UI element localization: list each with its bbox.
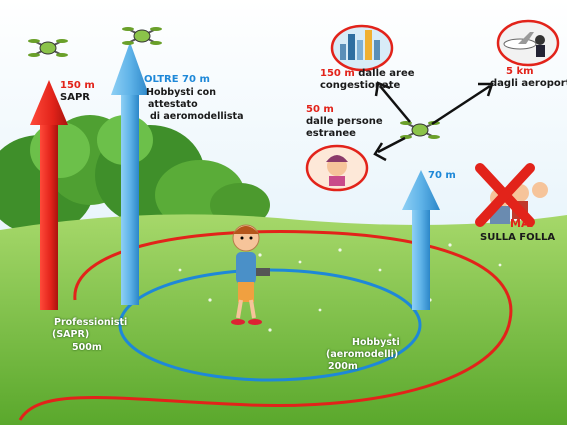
drone-icon	[28, 39, 68, 57]
congested-line-1: dalle aree	[358, 68, 415, 79]
hobby-height-line-3: di aeromodellista	[150, 111, 244, 122]
over-crowd-label: SULLA FOLLA	[480, 232, 556, 243]
hobby-height-line-2: attestato	[148, 99, 198, 110]
people-line-2: estranee	[306, 128, 356, 139]
right-arrow-height-value: 70 m	[428, 170, 456, 181]
drone-icon	[122, 27, 162, 45]
people-line-1: dalle persone	[306, 116, 383, 127]
sapr-height-arrow	[30, 80, 68, 310]
professionals-line-2: (SAPR)	[52, 329, 90, 340]
professionals-radius: 500m	[72, 342, 102, 353]
distance-arrows	[373, 81, 494, 162]
airport-distance-label: dagli aeroporti	[490, 78, 567, 89]
person-icon	[305, 144, 369, 192]
hobby-70m-arrow	[402, 170, 440, 310]
hobbyists-line-1: Hobbysti	[352, 337, 400, 348]
hobby-height-arrow	[111, 42, 149, 305]
no-crowd-icon	[475, 163, 548, 227]
hobbyists-line-2: (aeromodelli)	[326, 349, 399, 360]
congested-line-2: congestionate	[320, 80, 401, 91]
airport-distance-value: 5 km	[506, 66, 534, 77]
pilot-character	[231, 224, 270, 325]
sapr-range-circle	[18, 230, 513, 421]
airport-icon	[496, 19, 560, 67]
sapr-height-value: 150 m	[60, 80, 95, 91]
hobby-height-value: OLTRE 70 m	[144, 74, 210, 85]
sapr-height-label: SAPR	[60, 92, 90, 103]
never-label: MAI	[510, 217, 534, 230]
hobby-height-line-1: Hobbysti con	[146, 87, 216, 98]
city-icon	[330, 24, 394, 72]
congested-distance-value: 150 m dalle aree	[320, 68, 415, 79]
congested-value: 150 m	[320, 68, 355, 79]
professionals-line-1: Professionisti	[54, 317, 128, 328]
people-distance-value: 50 m	[306, 104, 334, 115]
hobbyists-radius: 200m	[328, 361, 358, 372]
